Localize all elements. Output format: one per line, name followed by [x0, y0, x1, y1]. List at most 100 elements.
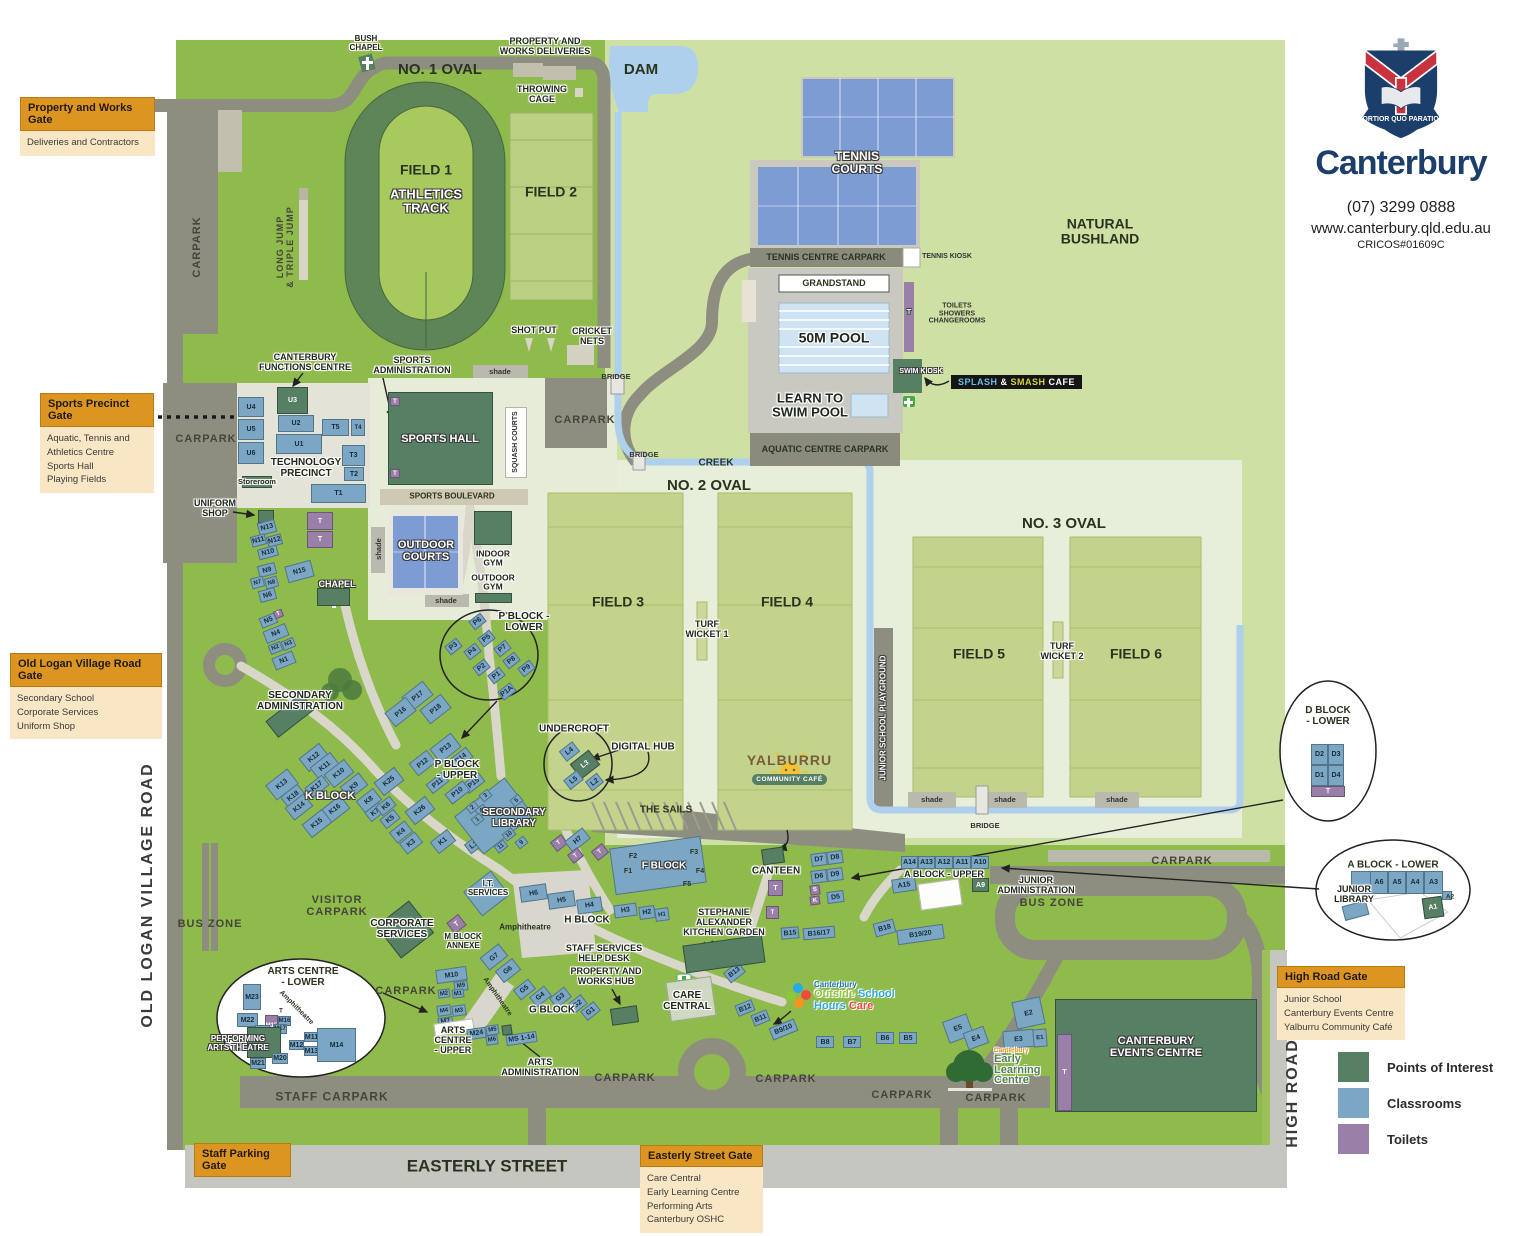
shade-shelters	[371, 365, 1139, 808]
building-t: T	[766, 906, 779, 919]
property-and-works-gate-list: Deliveries and Contractors	[20, 131, 155, 156]
building-b6: B6	[876, 1032, 894, 1044]
building-a14: A14	[901, 856, 918, 869]
legend-classrooms: Classrooms	[1338, 1088, 1493, 1118]
building-p	[1055, 999, 1257, 1112]
building-b8: B8	[816, 1036, 834, 1048]
junior-school-playground-path	[874, 628, 893, 812]
building-m23: M23	[243, 984, 261, 1010]
tennis-centre-carpark	[750, 248, 903, 267]
building-p	[501, 1024, 513, 1036]
school-crest: FORTIOR QUO PARATIOR	[1358, 38, 1444, 139]
splash-smash-cafe-sign: SPLASH & SMASH CAFE	[951, 375, 1083, 389]
bus-loop	[995, 876, 1247, 960]
oshc-icon	[786, 983, 811, 1008]
building-b15: B15	[780, 926, 800, 940]
building-d2: D2	[1311, 744, 1328, 765]
undercroft-callout	[543, 726, 613, 802]
elc-line: Canterbury	[994, 1047, 1029, 1054]
school-cricos: CRICOS#01609C	[1357, 239, 1445, 251]
building-m14: M14	[317, 1028, 356, 1062]
building-m3: M3	[451, 1004, 467, 1017]
splash-part: SMASH	[1010, 377, 1049, 387]
building-a9: A9	[972, 878, 989, 892]
easterly-street-gate-title: Easterly Street Gate	[640, 1145, 763, 1167]
dam	[609, 46, 699, 112]
building-m12: M12	[289, 1040, 304, 1050]
south-roundabout	[678, 1038, 746, 1106]
building-m21: M21	[250, 1058, 266, 1069]
building-t1: T1	[311, 484, 366, 503]
yalburru-title: YALBURRU	[746, 752, 833, 768]
building-a5: A5	[1388, 871, 1406, 894]
building-d9: D9	[826, 866, 844, 883]
north-west-carpark	[183, 112, 218, 334]
building-t: T	[1311, 786, 1345, 797]
oshc-part: Care	[848, 999, 874, 1012]
building-d4: D4	[1328, 765, 1344, 786]
legend-points-of-interest: Points of Interest	[1338, 1052, 1493, 1082]
building-a12: A12	[935, 856, 953, 869]
the-sails	[591, 801, 737, 831]
splash-part: &	[1000, 377, 1011, 387]
splash-part: SPLASH	[958, 377, 1001, 387]
oshc-part: School	[858, 988, 895, 1001]
learn-to-swim-pool	[850, 393, 889, 418]
building-a6: A6	[1370, 871, 1388, 894]
sports-precinct-gate-list: Aquatic, Tennis and Athletics Centre Spo…	[40, 427, 154, 494]
building-a13: A13	[918, 856, 935, 869]
building-b7: B7	[843, 1036, 861, 1048]
building-d7: D7	[810, 851, 828, 868]
building-w	[917, 878, 963, 911]
building-d3: D3	[1328, 744, 1344, 765]
legend-swatch	[1338, 1052, 1369, 1082]
building-k: K	[809, 895, 821, 906]
old-logan-village-road-gate-title: Old Logan Village Road Gate	[10, 653, 162, 687]
swim-kiosk	[893, 359, 922, 393]
high-road-gate-title: High Road Gate	[1277, 966, 1405, 988]
staff-parking-gate-title: Staff Parking Gate	[194, 1143, 291, 1177]
building-m22: M22	[237, 1013, 258, 1027]
aquatic-centre-carpark	[750, 433, 900, 466]
building-m6: M6	[485, 1034, 499, 1046]
pool-50m	[778, 302, 890, 374]
high-road-verge	[1262, 950, 1270, 1188]
building-m4: M4	[436, 1004, 452, 1017]
pool-toilets	[904, 282, 914, 352]
building-d8: D8	[826, 849, 844, 866]
building-u5: U5	[238, 419, 264, 440]
oshc-part: Outside	[814, 988, 859, 1001]
building-p	[242, 476, 272, 488]
elc-tree	[946, 1050, 993, 1091]
building-p	[388, 392, 493, 485]
cricket-nets	[567, 345, 594, 365]
building-t: T	[307, 531, 333, 548]
school-brand: FORTIOR QUO PARATIOR Canterbury (07) 329…	[1290, 38, 1512, 251]
building-p	[474, 511, 512, 545]
building-m20: M20	[272, 1053, 288, 1064]
property-gate-road	[155, 99, 335, 112]
old-logan-village-road-gate-list: Secondary School Corporate Services Unif…	[10, 687, 162, 740]
building-w	[505, 407, 527, 478]
easterly-street-gate-list: Care Central Early Learning Centre Perfo…	[640, 1167, 763, 1234]
building-a3: A3	[1424, 871, 1443, 894]
long-jump-pit	[299, 188, 308, 200]
building-t4: T4	[351, 419, 365, 436]
building-t: T	[307, 512, 333, 530]
building-t: T	[390, 469, 400, 478]
street-stub-2	[940, 1100, 958, 1150]
building-b5: B5	[899, 1032, 917, 1044]
oshc-part: Hours	[814, 999, 849, 1012]
building-e1: E1	[1032, 1028, 1048, 1048]
building-t5: T5	[322, 419, 349, 436]
bridges	[610, 375, 989, 815]
building-u6: U6	[238, 442, 264, 464]
building-c	[1442, 891, 1452, 900]
shot-put-1	[525, 338, 533, 352]
elc-line: Centre	[994, 1074, 1029, 1087]
building-u4: U4	[238, 397, 264, 417]
